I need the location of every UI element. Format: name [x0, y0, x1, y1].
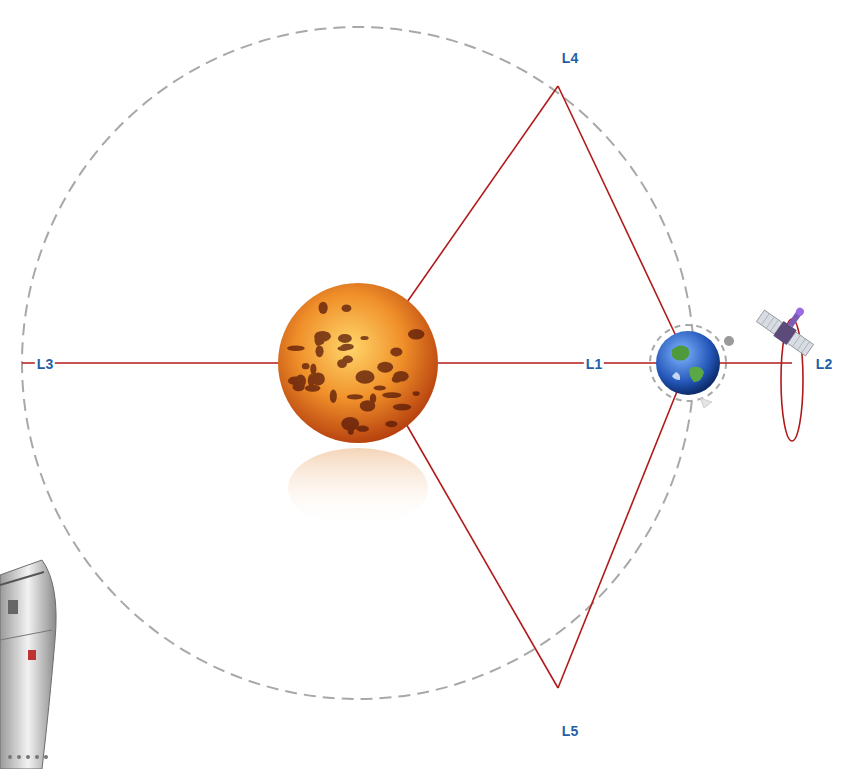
sun-spot: [390, 347, 402, 356]
point-label: L4: [560, 50, 580, 66]
rivet: [26, 755, 30, 759]
sun-spot: [408, 329, 424, 339]
sun-spot: [287, 346, 305, 351]
point-label: L5: [560, 723, 580, 739]
sun-spot: [314, 332, 321, 346]
small-satellite: [700, 398, 712, 408]
rivet: [17, 755, 21, 759]
sun-spot: [305, 385, 320, 392]
sun: [278, 283, 438, 443]
rivet: [8, 755, 12, 759]
orbit-path: [22, 27, 694, 699]
sun-spot: [360, 336, 368, 340]
sun-spot: [385, 421, 397, 427]
sun-spot: [347, 394, 363, 399]
sun-spot: [337, 359, 347, 368]
sun-spot: [311, 372, 325, 385]
sun-spot: [330, 390, 337, 403]
rivet: [44, 755, 48, 759]
point-label: L2: [814, 356, 834, 372]
sun-spot: [370, 394, 376, 404]
sun-spot: [315, 345, 323, 357]
sun-spot: [319, 302, 328, 314]
sun-spot: [393, 404, 412, 411]
moon-orbit: [650, 325, 726, 401]
satellite: [755, 291, 827, 357]
point-label: L1: [584, 356, 604, 372]
sun-spot: [338, 346, 350, 351]
point-label: L3: [35, 356, 55, 372]
sun-spot: [413, 391, 420, 396]
sun-spot: [338, 334, 352, 343]
rivet: [35, 755, 39, 759]
sun-spot: [377, 362, 393, 373]
moon: [724, 336, 734, 346]
sun-spot: [348, 427, 354, 435]
sun-spot: [392, 376, 401, 383]
sun-spot: [342, 304, 352, 312]
sun-reflection: [288, 448, 428, 528]
sun-spot: [295, 374, 306, 387]
geometry-lines: [22, 86, 803, 688]
sun-spot: [302, 363, 310, 369]
sun-spot: [382, 392, 401, 398]
earth: [656, 331, 720, 395]
sun-spot: [374, 386, 386, 391]
sun-spot: [361, 373, 368, 377]
rocket-engine: [0, 560, 56, 769]
sun-spot: [355, 370, 374, 384]
